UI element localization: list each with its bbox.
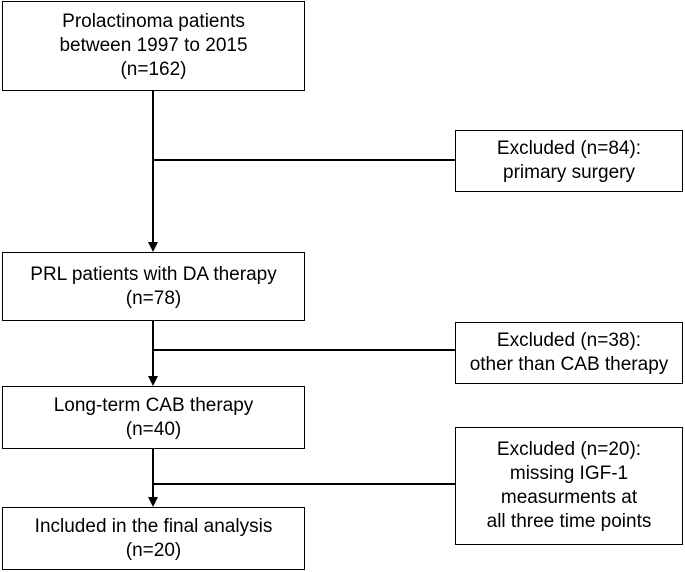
box-line: Excluded (n=20):	[496, 439, 642, 460]
box-line: other than CAB therapy	[469, 354, 669, 375]
box-line: (n=78)	[125, 287, 182, 309]
box-line: missing IGF-1	[509, 463, 629, 484]
box-final-analysis: Included in the final analysis (n=20)	[2, 507, 305, 570]
box-line: PRL patients with DA therapy	[30, 263, 277, 285]
box-line: Excluded (n=84):	[496, 138, 642, 159]
box-line: (n=40)	[125, 418, 182, 440]
box-line: Included in the final analysis	[34, 515, 273, 537]
box-line: (n=162)	[120, 59, 187, 80]
box-line: (n=20)	[125, 539, 182, 561]
box-line: Prolactinoma patients	[62, 11, 245, 32]
box-line: all three time points	[486, 511, 652, 532]
box-excluded-other-than-cab: Excluded (n=38): other than CAB therapy	[455, 322, 683, 384]
box-line: Long-term CAB therapy	[53, 394, 254, 416]
box-prl-da-therapy: PRL patients with DA therapy (n=78)	[2, 252, 305, 321]
box-long-term-cab: Long-term CAB therapy (n=40)	[2, 386, 305, 449]
box-prolactinoma-patients: Prolactinoma patients between 1997 to 20…	[2, 1, 305, 91]
box-line: between 1997 to 2015	[59, 35, 248, 56]
box-excluded-primary-surgery: Excluded (n=84): primary surgery	[455, 130, 683, 192]
box-line: primary surgery	[503, 162, 635, 183]
box-line: measurments at	[500, 487, 638, 508]
box-line: Excluded (n=38):	[496, 330, 642, 351]
box-excluded-missing-igf1: Excluded (n=20): missing IGF-1 measurmen…	[455, 427, 683, 545]
